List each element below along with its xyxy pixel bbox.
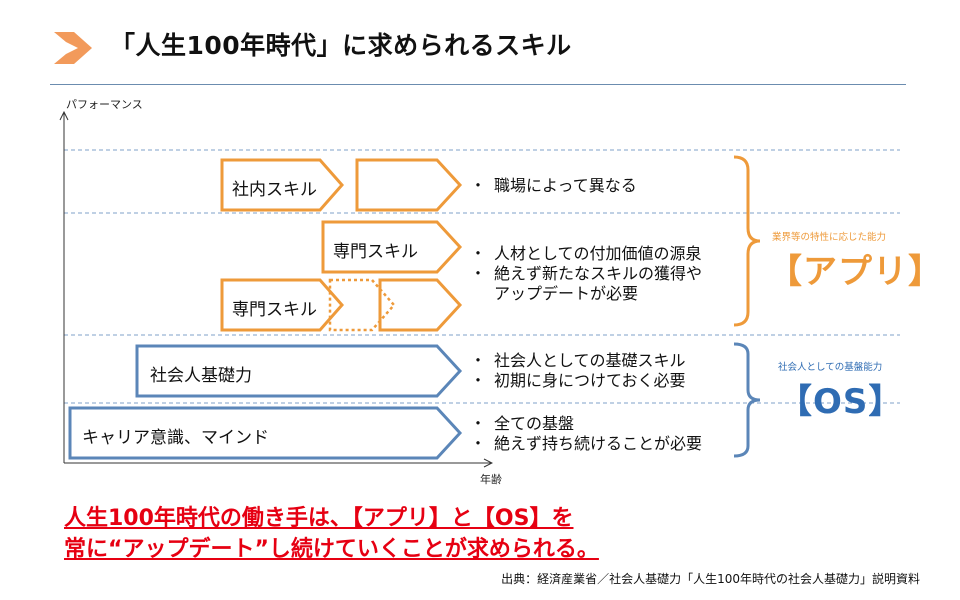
senmon-skill-arrow-dotted bbox=[328, 278, 396, 332]
senmon-skill-arrow-upper bbox=[321, 220, 463, 274]
y-axis-label: パフォーマンス bbox=[66, 98, 143, 111]
shanai-skill-arrow-2 bbox=[355, 158, 463, 212]
bullet-item: ・初期に身につけておく必要 bbox=[470, 371, 686, 390]
senmon-skill-label-lower: 専門スキル bbox=[232, 300, 317, 320]
career-arrow bbox=[68, 406, 463, 460]
logo-icon bbox=[54, 32, 92, 64]
bullet-list-row1: ・職場によって異なる bbox=[470, 176, 637, 196]
shakaijin-arrow bbox=[135, 344, 463, 398]
os-category-title: 【OS】 bbox=[778, 382, 904, 422]
shakaijin-label: 社会人基礎力 bbox=[150, 366, 252, 386]
x-axis-label: 年齢 bbox=[480, 473, 502, 486]
app-brace bbox=[733, 155, 761, 327]
os-brace bbox=[733, 342, 761, 458]
bullet-item: ・絶えず新たなスキルの獲得や bbox=[470, 264, 703, 283]
bullet-list-row2: ・人材としての付加価値の源泉 ・絶えず新たなスキルの獲得や アップデートが必要 bbox=[470, 244, 702, 304]
bullet-item: ・絶えず持ち続けることが必要 bbox=[470, 434, 703, 453]
bullet-list-row4: ・全ての基盤 ・絶えず持ち続けることが必要 bbox=[470, 414, 702, 454]
os-category-caption: 社会人としての基盤能力 bbox=[778, 362, 883, 373]
bullet-item: ・人材としての付加価値の源泉 bbox=[470, 244, 702, 263]
senmon-skill-arrow-lower-3 bbox=[378, 278, 463, 332]
bullet-item: アップデートが必要 bbox=[494, 284, 639, 303]
gridlines bbox=[64, 149, 900, 404]
app-category-caption: 業界等の特性に応じた能力 bbox=[772, 232, 887, 243]
bullet-list-row3: ・社会人としての基礎スキル ・初期に身につけておく必要 bbox=[470, 351, 686, 391]
conclusion-line2: 常に“アップデート”し続けていくことが求められる。 bbox=[64, 537, 599, 562]
bullet-item: ・全ての基盤 bbox=[470, 414, 575, 433]
page-title: 「人生100年時代」に求められるスキル bbox=[110, 31, 572, 60]
shanai-skill-arrow bbox=[220, 158, 344, 212]
senmon-skill-label-upper: 専門スキル bbox=[333, 242, 418, 262]
shanai-skill-label: 社内スキル bbox=[232, 180, 317, 200]
conclusion-line1: 人生100年時代の働き手は、【アプリ】と【OS】を bbox=[64, 506, 574, 531]
bullet-item: ・職場によって異なる bbox=[470, 176, 637, 195]
app-category-title: 【アプリ】 bbox=[768, 252, 943, 292]
source-note: 出典：経済産業省／社会人基礎力「人生100年時代の社会人基礎力」説明資料 bbox=[501, 572, 920, 586]
bullet-item: ・社会人としての基礎スキル bbox=[470, 351, 686, 370]
career-label: キャリア意識、マインド bbox=[82, 428, 269, 448]
title-divider bbox=[50, 84, 906, 85]
